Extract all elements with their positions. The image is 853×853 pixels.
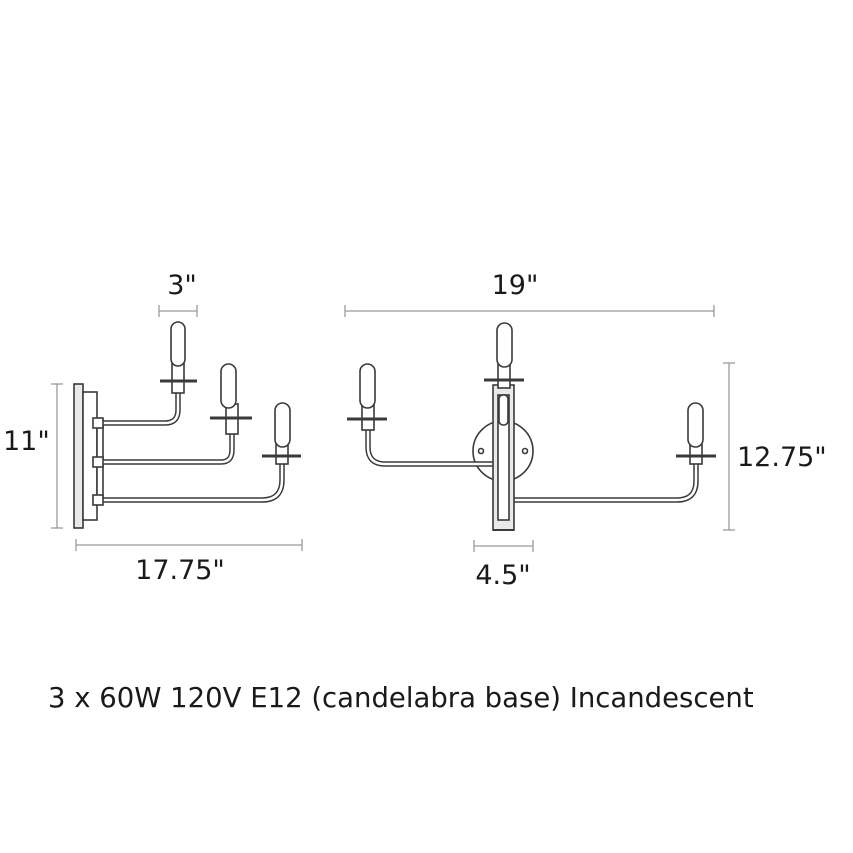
side-arm-lower (97, 459, 285, 503)
dim-label-front-height: 12.75" (737, 442, 827, 473)
side-bulb-2 (210, 363, 252, 435)
dim-side-depth (75, 539, 303, 551)
dim-side-height (51, 383, 63, 529)
side-view: 3" 11" 17.75" (3, 270, 303, 586)
front-bulb-left (347, 363, 387, 431)
front-view: 19" 12.75" 4.5" (344, 270, 827, 591)
dim-label-side-depth: 17.75" (135, 555, 225, 586)
dim-label-backplate-width: 4.5" (475, 560, 530, 591)
side-bulb-1 (160, 321, 197, 394)
side-bulb-3 (262, 402, 301, 465)
dim-label-side-spacing: 3" (167, 270, 197, 301)
front-bulb-center (484, 322, 524, 389)
bulb-spec-text: 3 x 60W 120V E12 (candelabra base) Incan… (48, 682, 754, 714)
dim-front-width (344, 305, 715, 317)
side-backplate (73, 383, 84, 529)
dim-label-side-height: 11" (3, 426, 50, 457)
front-bulb-right (676, 402, 716, 465)
side-arm-middle (97, 430, 235, 465)
dim-side-spacing (158, 305, 198, 317)
dim-label-front-width: 19" (492, 270, 539, 301)
dim-backplate-width (473, 540, 534, 552)
front-arm-right (509, 459, 699, 503)
side-arm-upper (97, 389, 181, 426)
dim-front-height (723, 362, 735, 531)
